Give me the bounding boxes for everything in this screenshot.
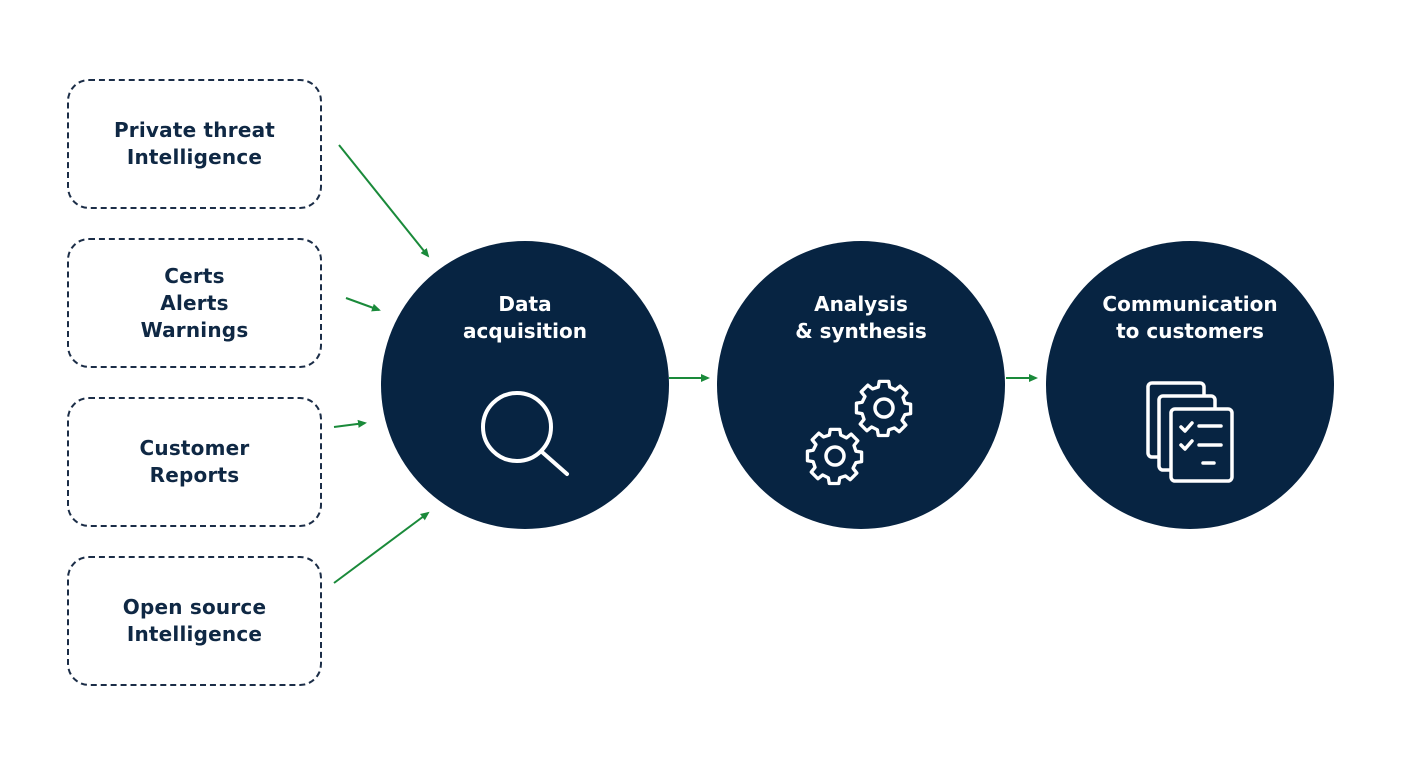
arrow-opensource-to-acquisition <box>333 511 430 584</box>
magnifier-icon <box>481 391 569 476</box>
source-label: Certs Alerts Warnings <box>140 263 249 342</box>
source-label: Open source Intelligence <box>122 595 267 646</box>
gears-icon <box>805 379 913 486</box>
arrow-reports-to-acquisition <box>333 419 367 428</box>
stage-data-acquisition: Data acquisition <box>381 241 669 529</box>
stage-analysis-synthesis: Analysis & synthesis <box>717 241 1005 529</box>
source-box-private-threat: Private threat Intelligence <box>67 79 322 209</box>
source-label: Private threat Intelligence <box>113 118 276 169</box>
stage-label: Communication to customers <box>1102 292 1278 343</box>
arrow-certs-to-acquisition <box>345 297 381 312</box>
source-box-open-source: Open source Intelligence <box>67 556 322 686</box>
stage-label: Data acquisition <box>463 292 587 343</box>
source-box-certs-alerts: Certs Alerts Warnings <box>67 238 322 368</box>
stage-communication: Communication to customers <box>1046 241 1334 529</box>
documents-checklist-icon <box>1146 381 1234 483</box>
source-box-customer-reports: Customer Reports <box>67 397 322 527</box>
source-label: Customer Reports <box>139 436 250 487</box>
stage-label: Analysis & synthesis <box>795 292 927 343</box>
arrow-private-to-acquisition <box>338 144 430 258</box>
